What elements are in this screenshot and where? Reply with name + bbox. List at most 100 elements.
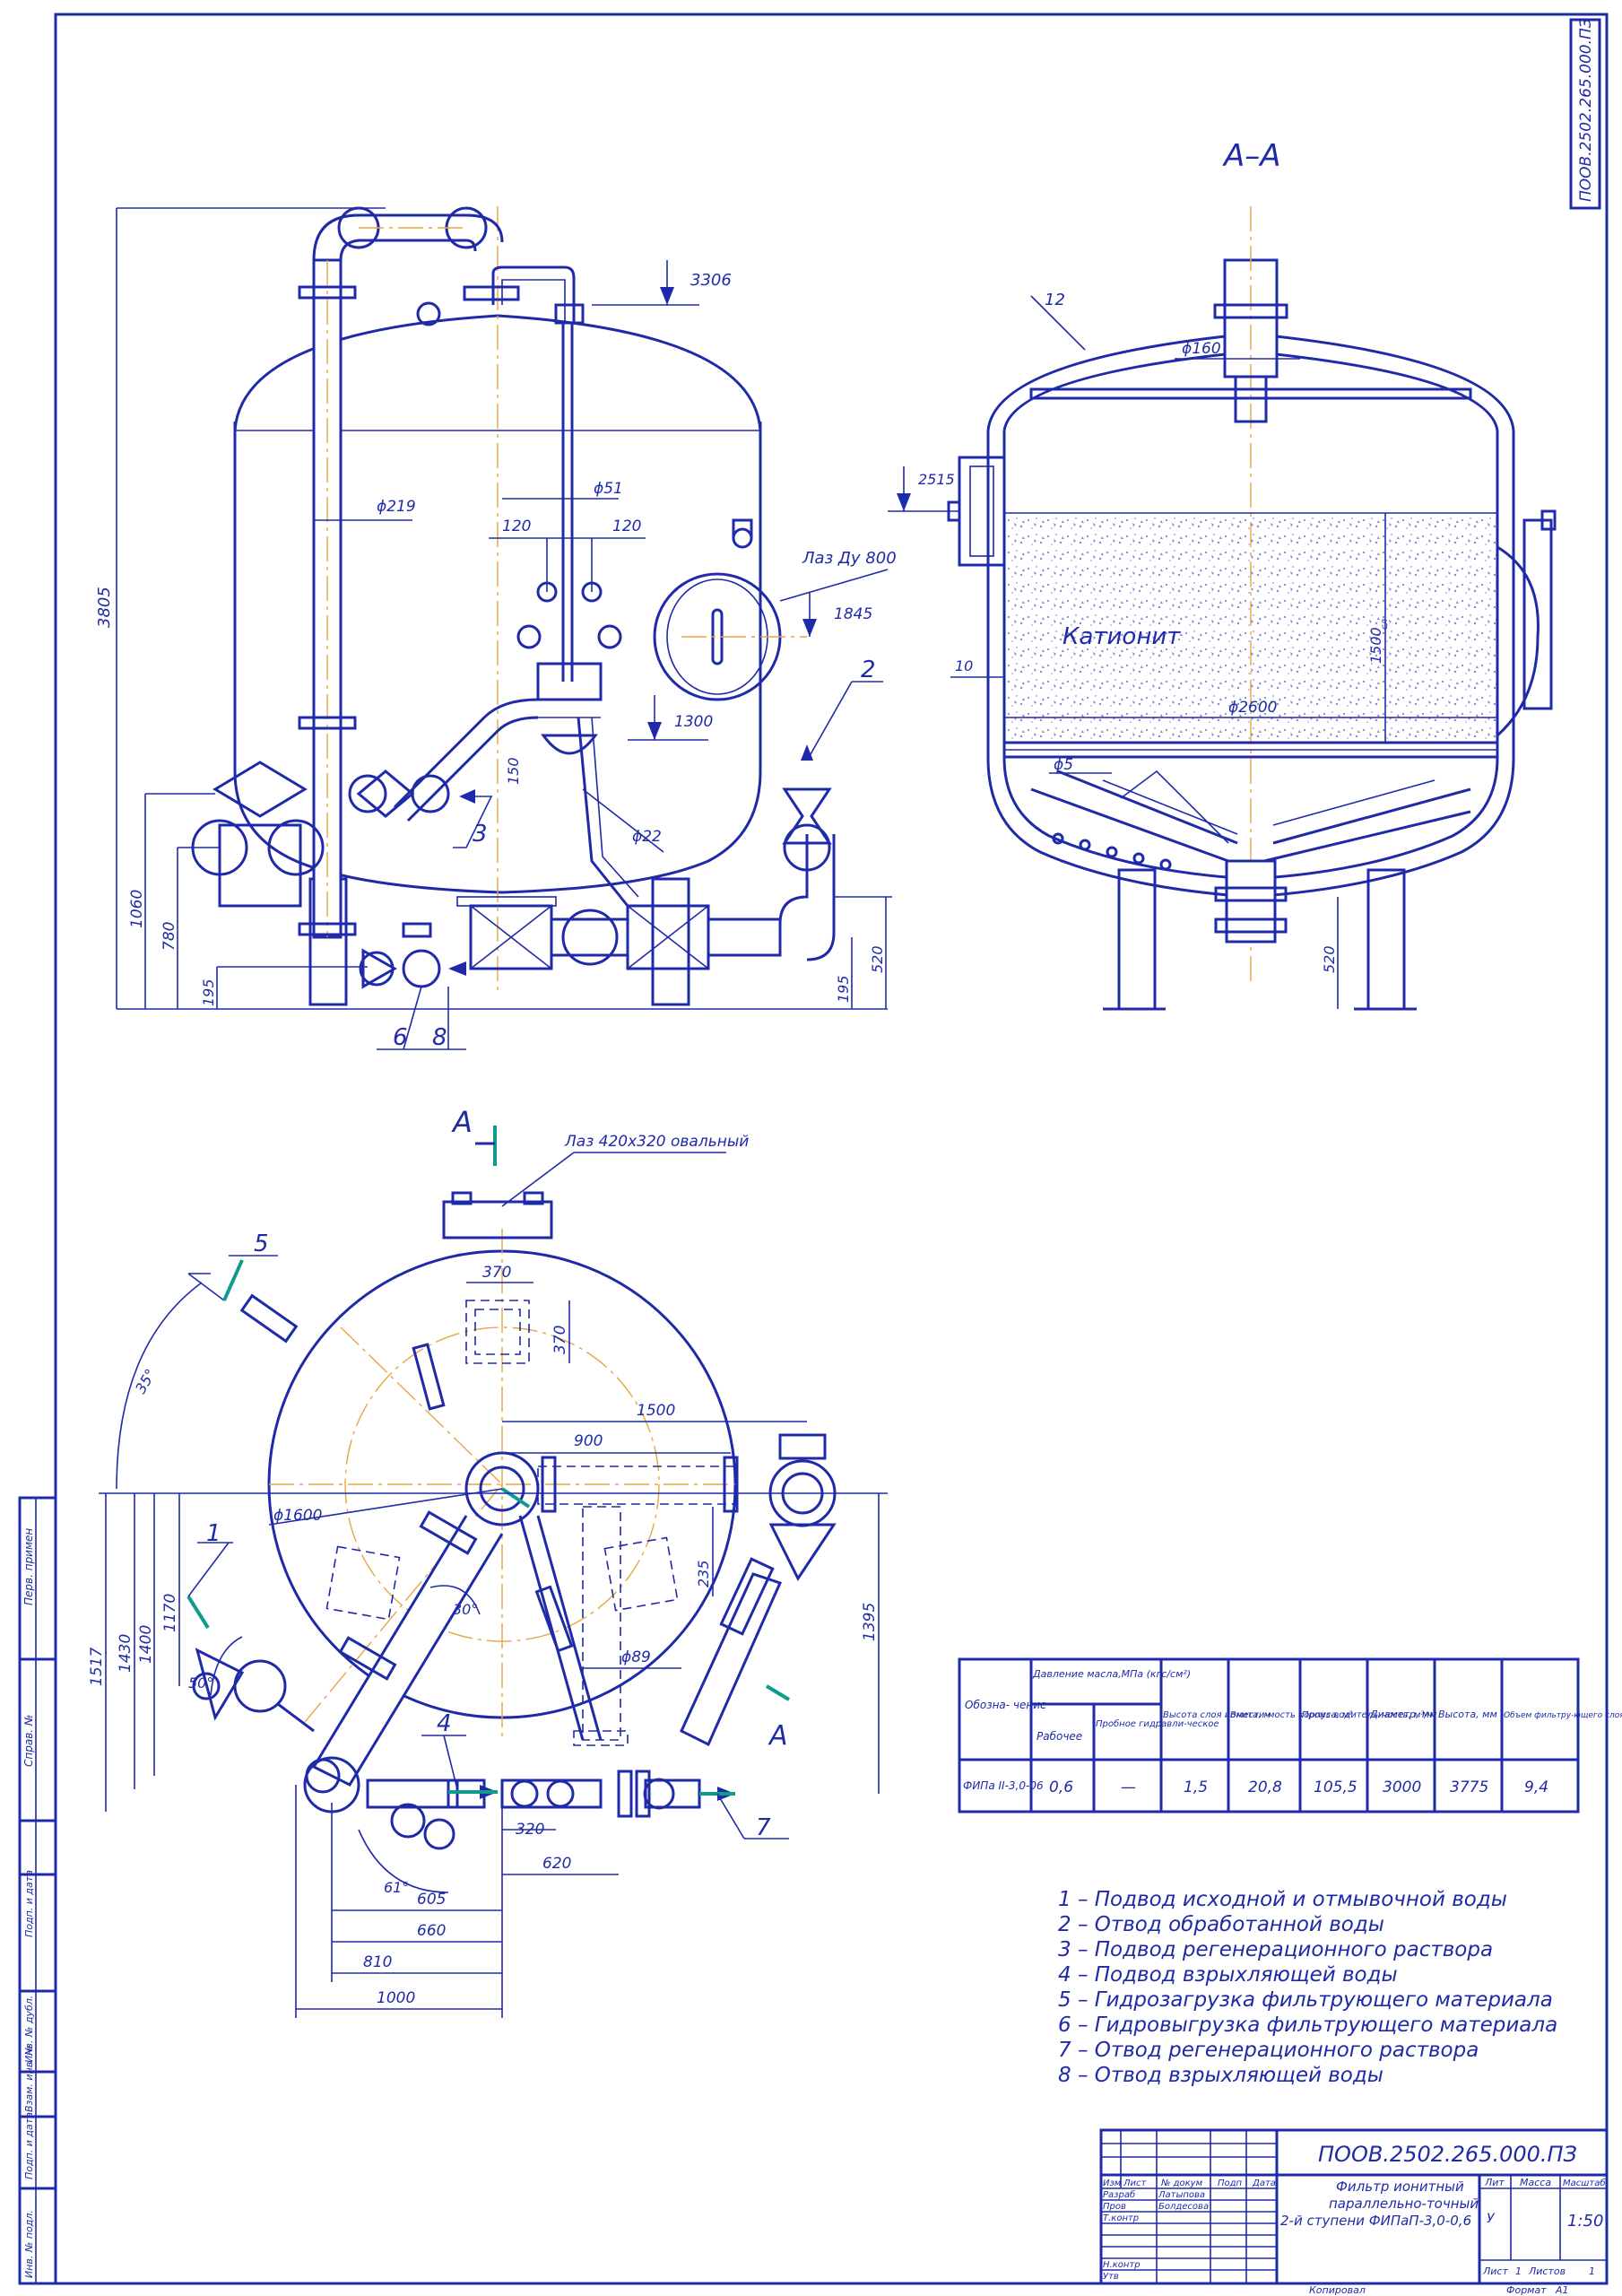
th-layer-height: Высота слоя ионита, м: [1163, 1710, 1271, 1720]
th-designation: Обозна- чение: [965, 1699, 1046, 1711]
dim-1400: 1400: [137, 1625, 155, 1664]
section-title: А–А: [1222, 138, 1281, 174]
callout-3: 3: [473, 821, 488, 848]
section-mark-right: А: [768, 1720, 788, 1752]
tb-tkontr: Т.контр: [1103, 2213, 1139, 2223]
dim-phi89: ϕ89: [621, 1648, 651, 1666]
plan-view: А Лаз 420х320 овальный: [88, 1105, 888, 2018]
tb-title-line-2: параллельно-точный: [1329, 2196, 1479, 2212]
tb-col-date: Дата: [1252, 2179, 1276, 2188]
dim-wall-10: 10: [955, 657, 973, 674]
tb-razrab-name: Латыпова: [1158, 2190, 1205, 2200]
spec-table: Обозна- чение Давление масла,МПа (кгс/см…: [958, 1657, 1622, 1813]
vertical-doc-code: ПООВ.2502.265.000.ПЗ: [1577, 18, 1595, 202]
legend-item: 7 – Отвод регенерационного раствора: [1058, 2039, 1479, 2062]
drain-laterals: [1030, 770, 1471, 871]
stamp-perv-primen: Перв. примен: [22, 1528, 35, 1605]
dim-1845: 1845: [834, 605, 872, 623]
th-working: Рабочее: [1037, 1730, 1082, 1743]
callout-7: 7: [756, 1814, 771, 1841]
legend-item: 8 – Отвод взрыхляющей воды: [1058, 2064, 1383, 2087]
sheet-frame: ПООВ.2502.265.000.ПЗ: [54, 13, 1609, 2285]
dim-150: 150: [505, 757, 522, 785]
side-stamp: Перв. примен Справ. № Подп. и дата Инв. …: [18, 1496, 57, 2285]
stamp-inv-podl: Инв. № подл.: [23, 2210, 35, 2278]
dim-phi219: ϕ219: [377, 498, 416, 516]
dim-810: 810: [363, 1953, 392, 1971]
dim-phi22: ϕ22: [632, 828, 662, 846]
label-manhole-du800: Лаз Ду 800: [802, 549, 897, 568]
title-block: ПООВ.2502.265.000.ПЗ Фильтр ионитный пар…: [1099, 2128, 1609, 2296]
front-view: 3805 3306 ϕ219 ϕ51 120 120 Лаз Ду 800 18…: [95, 206, 897, 1051]
dim-3306: 3306: [690, 271, 732, 290]
tb-title-line-3: 2-й ступени ФИПаП-3,0-0,6: [1280, 2213, 1471, 2229]
td-height: 3775: [1450, 1779, 1488, 1796]
tb-prov-name: Болдесова: [1158, 2202, 1209, 2212]
dim-1000: 1000: [377, 1989, 415, 2007]
dim-605: 605: [417, 1891, 446, 1909]
dim-phi51: ϕ51: [594, 480, 623, 498]
legend: 1 – Подвод исходной и отмывочной воды 2 …: [1058, 1888, 1557, 2087]
section-view: А–А Катионит: [888, 138, 1557, 1011]
callout-5: 5: [254, 1231, 269, 1257]
dim-320: 320: [516, 1821, 544, 1839]
dim-900: 900: [574, 1432, 603, 1450]
tb-col-izm: Изм: [1103, 2179, 1122, 2188]
dim-1170: 1170: [161, 1594, 179, 1632]
dim-195-right: 195: [835, 975, 852, 1003]
tb-nkontr: Н.контр: [1103, 2260, 1141, 2270]
stamp-podp-data-1: Подп. и дата: [23, 1870, 35, 1937]
callout-1: 1: [206, 1520, 221, 1547]
td-layer-height: 1,5: [1184, 1779, 1208, 1796]
stamp-sprav: Справ. №: [22, 1715, 35, 1767]
dim-2515: 2515: [918, 471, 955, 488]
td-test: —: [1121, 1779, 1136, 1796]
legend-item: 6 – Гидровыгрузка фильтрующего материала: [1058, 2013, 1557, 2037]
tb-col-sign: Подп: [1218, 2179, 1243, 2188]
th-test: Пробное гидравли-ческое: [1096, 1718, 1219, 1729]
th-capacity: Вмести-мость корпуса, м³: [1230, 1710, 1353, 1720]
legend-item: 2 – Отвод обработанной воды: [1058, 1913, 1384, 1936]
media-label: Катионит: [1063, 623, 1181, 650]
dim-780: 780: [160, 922, 178, 951]
legend-item: 5 – Гидрозагрузка фильтрующего материала: [1058, 1988, 1553, 2012]
td-volume: 9,4: [1524, 1779, 1548, 1796]
dim-phi160: ϕ160: [1182, 340, 1221, 358]
td-diameter: 3000: [1383, 1779, 1421, 1796]
tb-format: Формат: [1506, 2284, 1547, 2296]
dim-1300: 1300: [674, 713, 713, 731]
legend-item: 4 – Подвод взрыхляющей воды: [1058, 1963, 1398, 1987]
stamp-podp-data-2: Подп. и дата: [23, 2112, 35, 2179]
dim-layer-1500: 1500: [1367, 627, 1384, 664]
dim-1517: 1517: [88, 1648, 106, 1686]
angle-50: 50°: [188, 1674, 213, 1692]
dim-phi1600: ϕ1600: [273, 1507, 322, 1525]
callout-8: 8: [432, 1024, 447, 1051]
tb-copied: Копировал: [1309, 2284, 1366, 2296]
dim-1395: 1395: [861, 1603, 879, 1641]
angle-30: 30°: [453, 1601, 478, 1618]
tb-doc-code: ПООВ.2502.265.000.ПЗ: [1318, 2142, 1577, 2167]
tb-lit: Лит: [1484, 2177, 1505, 2188]
label-manhole-oval: Лаз 420х320 овальный: [564, 1133, 749, 1151]
th-pressure: Давление масла,МПа (кгс/см²): [1032, 1668, 1191, 1680]
dim-1060: 1060: [128, 890, 146, 928]
th-productivity: Произ-водитель-ность, м³/ч: [1302, 1710, 1433, 1720]
tb-prov: Пров: [1103, 2202, 1126, 2212]
dim-phi2600: ϕ2600: [1228, 699, 1277, 717]
td-productivity: 105,5: [1314, 1779, 1357, 1796]
angle-61: 61°: [384, 1879, 409, 1896]
callout-6: 6: [393, 1024, 408, 1051]
th-volume: Объем фильтру-ющего слоя, м³: [1504, 1711, 1622, 1720]
stamp-vzam-inv: Взам. инв. №: [23, 2045, 35, 2112]
tb-scale: 1:50: [1567, 2212, 1603, 2231]
th-diameter: Диаметр, мм: [1369, 1709, 1437, 1720]
dim-1430: 1430: [117, 1634, 134, 1673]
td-capacity: 20,8: [1248, 1779, 1282, 1796]
tb-mass: Масса: [1520, 2177, 1551, 2188]
dim-520-front: 520: [869, 945, 886, 973]
dim-370-h: 370: [482, 1264, 511, 1282]
tb-sheets-no: 1: [1589, 2266, 1595, 2277]
dim-120-right: 120: [612, 517, 641, 535]
